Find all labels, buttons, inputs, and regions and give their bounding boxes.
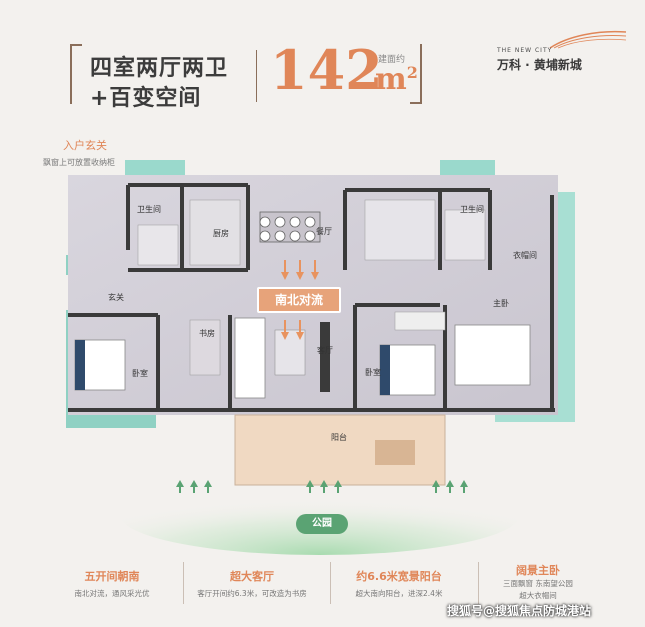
- dining-table: [259, 211, 321, 243]
- feature-sep-3: [478, 562, 479, 604]
- flow-label: 南北对流: [257, 287, 341, 313]
- room-dining: 餐厅: [316, 227, 332, 236]
- layout-title: 四室两厅两卫: [90, 56, 229, 81]
- area-label: 建面约: [378, 55, 406, 65]
- balcony-table: [375, 440, 415, 465]
- room-closet: 衣帽间: [513, 251, 537, 260]
- flow-arrows: [281, 260, 319, 340]
- tv-wall: [320, 322, 330, 392]
- room-foyer: 玄关: [108, 293, 124, 302]
- feature-4-desc-1: 三面飘窗 东南望公园: [503, 579, 573, 588]
- room-bath1: 卫生间: [137, 205, 161, 214]
- master-bed: [454, 324, 531, 386]
- study-desk: [189, 319, 221, 376]
- feature-4-title: 阔景主卧: [516, 564, 560, 577]
- bed2-headboard: [380, 345, 390, 395]
- bath3-fixtures: [444, 209, 486, 261]
- room-study: 书房: [199, 329, 215, 338]
- feature-1-desc: 南北对流，通风采光优: [74, 589, 150, 598]
- feature-3-title: 约6.6米宽景阳台: [356, 570, 442, 583]
- feature-3-desc: 超大南向阳台，进深2.4米: [355, 589, 443, 598]
- feature-4-desc-2: 超大衣帽间: [519, 591, 557, 600]
- brand-logo-icon: [549, 30, 627, 49]
- room-master: 主卧: [493, 299, 509, 308]
- brand-en: THE NEW CITY: [497, 47, 553, 54]
- layout-subtitle: +百变空间: [90, 86, 202, 111]
- feature-1-title: 五开间朝南: [84, 570, 140, 583]
- room-kitchen: 厨房: [213, 229, 229, 238]
- watermark: 搜狐号@搜狐焦点防城港站: [447, 604, 592, 618]
- entry-callout-title: 入户玄关: [63, 139, 107, 152]
- bath1-fixtures: [137, 224, 179, 266]
- room-living: 客厅: [317, 346, 333, 355]
- area-value: 142: [270, 38, 383, 102]
- title-bracket-right: [410, 44, 422, 104]
- room-bath2: 卫生间: [460, 205, 484, 214]
- title-bracket-left: [70, 44, 82, 104]
- brand-cn: 万科 · 黄埔新城: [497, 58, 582, 72]
- bed1-headboard: [75, 340, 85, 390]
- room-bed1: 卧室: [132, 369, 148, 378]
- kitchen-counter: [189, 199, 241, 266]
- sofa: [234, 317, 266, 399]
- area-unit: m2: [375, 62, 418, 97]
- bath2-area: [364, 199, 436, 261]
- feature-sep-1: [183, 562, 184, 604]
- feature-sep-2: [330, 562, 331, 604]
- park-badge: 公园: [296, 514, 348, 534]
- wardrobe: [394, 311, 446, 331]
- title-divider: [256, 50, 257, 102]
- feature-2-desc: 客厅开间约6.3米，可改造为书房: [197, 589, 307, 598]
- room-bed2: 卧室: [365, 368, 381, 377]
- room-balcony: 阳台: [331, 433, 347, 442]
- walls: [68, 183, 555, 412]
- entry-callout-desc: 飘窗上可放置收纳柜: [43, 158, 115, 167]
- park-arrows: [176, 480, 468, 493]
- feature-2-title: 超大客厅: [230, 570, 274, 583]
